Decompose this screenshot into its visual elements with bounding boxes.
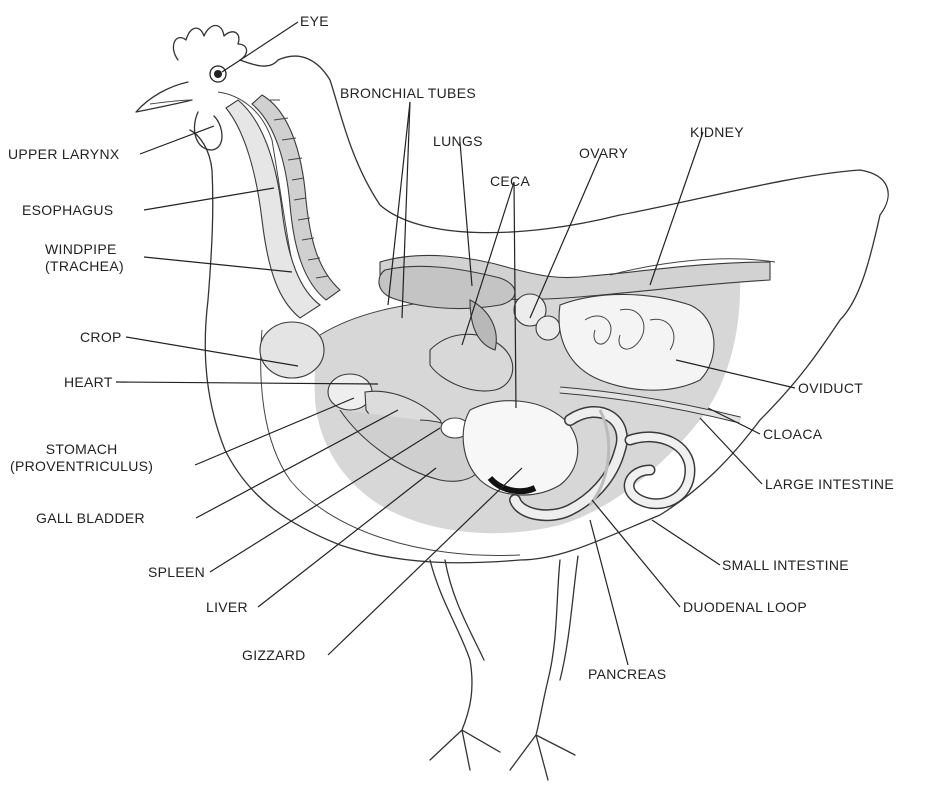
label-duodenal-loop: DUODENAL LOOP (683, 599, 807, 616)
label-ovary: OVARY (579, 145, 628, 162)
label-gizzard: GIZZARD (242, 647, 306, 664)
crop-organ (260, 322, 324, 378)
label-esophagus: ESOPHAGUS (22, 202, 113, 219)
label-upper-larynx: UPPER LARYNX (8, 146, 120, 163)
label-kidney: KIDNEY (690, 124, 744, 141)
label-pancreas: PANCREAS (588, 666, 666, 683)
label-liver: LIVER (206, 599, 248, 616)
label-windpipe-line1: WINDPIPE (45, 241, 124, 258)
eye-icon (210, 66, 226, 82)
label-spleen: SPLEEN (148, 564, 205, 581)
label-windpipe-line2: (TRACHEA) (45, 258, 124, 275)
label-windpipe: WINDPIPE (TRACHEA) (45, 241, 124, 275)
label-crop: CROP (80, 329, 122, 346)
label-bronchial-tubes: BRONCHIAL TUBES (340, 85, 476, 102)
label-stomach-line2: (PROVENTRICULUS) (10, 458, 153, 475)
label-heart: HEART (64, 374, 113, 391)
label-stomach: STOMACH (PROVENTRICULUS) (10, 441, 153, 475)
label-large-intestine: LARGE INTESTINE (765, 476, 894, 493)
label-cloaca: CLOACA (763, 426, 822, 443)
label-gall-bladder: GALL BLADDER (36, 510, 145, 527)
label-ceca: CECA (490, 173, 530, 190)
label-lungs: LUNGS (433, 133, 483, 150)
label-small-intestine: SMALL INTESTINE (722, 557, 849, 574)
label-stomach-line1: STOMACH (10, 441, 153, 458)
label-eye: EYE (300, 13, 329, 30)
label-oviduct: OVIDUCT (798, 380, 863, 397)
